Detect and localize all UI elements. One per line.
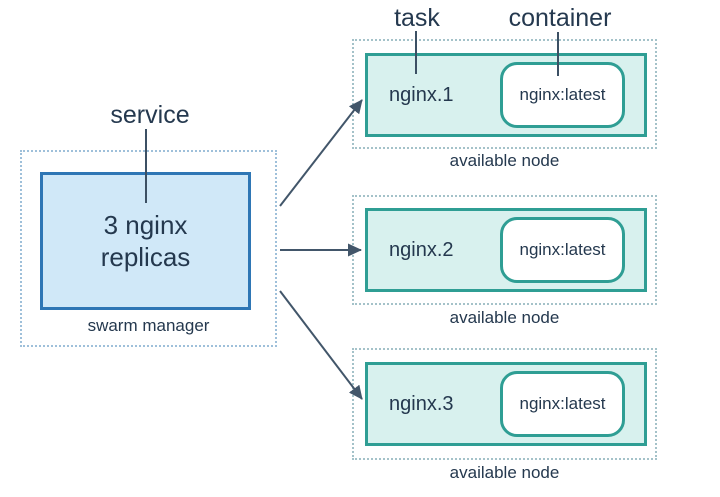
service-box: 3 nginx replicas (40, 172, 251, 310)
container-callout-label: container (508, 4, 612, 32)
task-box-1: nginx.1 nginx:latest (365, 53, 647, 137)
node-3-caption: available node (449, 463, 560, 482)
container-box-2: nginx:latest (500, 217, 625, 283)
service-callout-label: service (110, 101, 190, 129)
task-box-3: nginx.3 nginx:latest (365, 362, 647, 446)
container-label-1: nginx:latest (519, 85, 606, 104)
swarm-manager-caption: swarm manager (87, 316, 210, 335)
node-1-caption: available node (449, 151, 560, 170)
node-3-dotted-box (352, 348, 657, 460)
service-box-text-line1: 3 nginx (103, 209, 188, 240)
task-name-1: nginx.1 (389, 83, 454, 106)
node-1-dotted-box (352, 39, 657, 149)
swarm-manager-dotted-box (20, 150, 277, 347)
arrow-to-node-3 (279, 290, 363, 400)
container-box-3: nginx:latest (500, 371, 625, 437)
container-label-3: nginx:latest (519, 394, 606, 413)
task-callout-label: task (394, 4, 440, 32)
arrow-to-node-1 (279, 99, 363, 207)
task-box-2: nginx.2 nginx:latest (365, 208, 647, 292)
service-box-text-line2: replicas (100, 242, 191, 272)
container-label-2: nginx:latest (519, 240, 606, 259)
node-2-caption: available node (449, 308, 560, 327)
task-name-2: nginx.2 (389, 238, 454, 261)
container-box-1: nginx:latest (500, 62, 625, 128)
task-name-3: nginx.3 (389, 392, 454, 415)
